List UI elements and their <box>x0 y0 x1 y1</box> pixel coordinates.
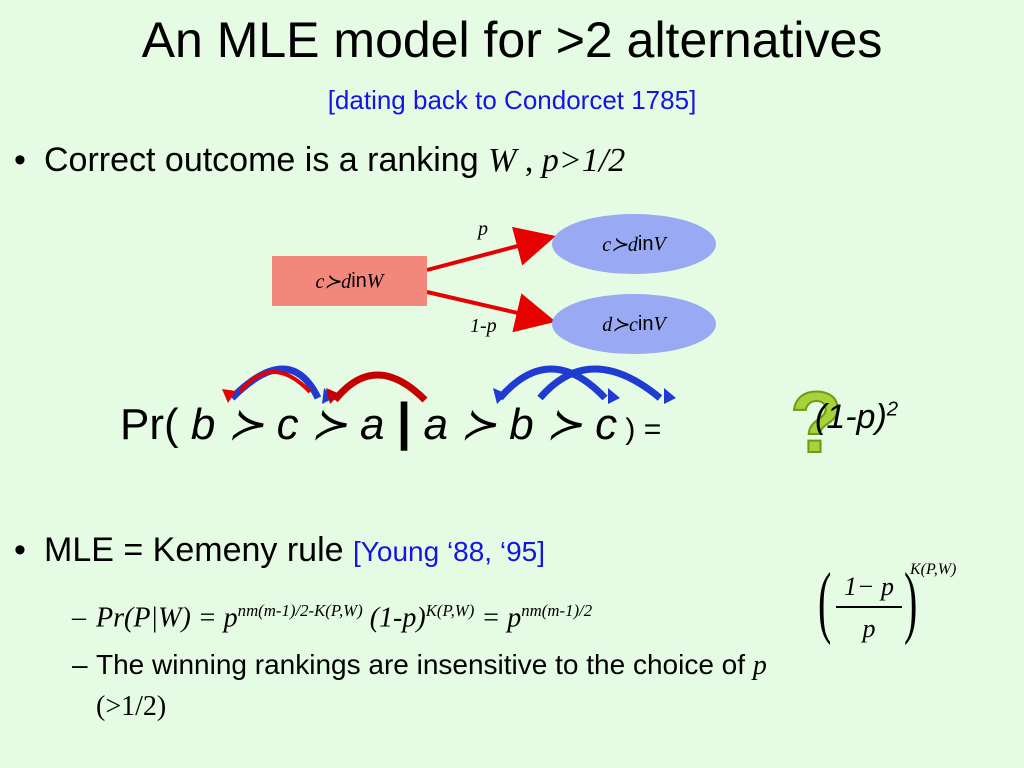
condition: p>1/2 <box>541 142 626 179</box>
citation: [Young ‘88, ‘95] <box>352 536 546 567</box>
node-source: c≻d in W <box>272 256 427 306</box>
bullet-dot-icon: • <box>14 531 26 569</box>
equals: ) = <box>617 413 662 446</box>
edge-label-1-p: 1-p <box>470 315 497 337</box>
edge-bottom-arrow <box>426 290 556 333</box>
node-outcome-correct: c≻d in V <box>552 214 716 274</box>
var-w: W <box>488 142 517 179</box>
swap-arrow-red-1 <box>238 370 312 394</box>
probability-equation: Pr( b ≻ c ≻ a | a ≻ b ≻ c ) = <box>120 392 661 460</box>
question-mark-icon: ? <box>789 375 844 471</box>
bullet-mle-kemeny: • MLE = Kemeny rule [Young ‘88, ‘95] <box>14 530 545 572</box>
bullet-dot-icon: • <box>14 141 26 179</box>
subbullet-insensitive-cont: (>1/2) <box>96 691 167 722</box>
fraction-exponent: K(P,W) <box>910 561 957 578</box>
dash-icon: – <box>72 602 86 634</box>
swap-arrow-blue-3 <box>537 365 663 401</box>
swap-arrow-blue-2 <box>497 365 608 401</box>
edge-top-arrow <box>426 226 556 272</box>
edge-label-p: p <box>478 218 488 240</box>
slide-title: An MLE model for >2 alternatives <box>141 12 883 68</box>
separator: , <box>516 142 542 179</box>
ranking-left: b ≻ c ≻ a <box>190 400 385 449</box>
fraction-term: ( 1− p p ) <box>818 558 918 646</box>
subbullet-insensitive: –The winning rankings are insensitive to… <box>72 649 767 681</box>
pr-open: Pr( <box>120 400 191 449</box>
bullet-text: MLE = Kemeny rule <box>44 531 353 569</box>
equation-result: (1-p)2 <box>815 398 899 436</box>
subbullet-likelihood: –Pr(P|W) = pnm(m-1)/2-K(P,W) (1-p)K(P,W)… <box>72 601 593 634</box>
swap-arrow-red-2 <box>332 371 428 403</box>
ranking-right: a ≻ b ≻ c <box>423 400 618 449</box>
condition-bar: | <box>396 393 412 451</box>
slide-subtitle: [dating back to Condorcet 1785] <box>327 85 697 115</box>
bullet-correct-outcome: • Correct outcome is a ranking W , p>1/2 <box>14 140 625 181</box>
node-outcome-flipped: d≻c in V <box>552 294 716 354</box>
dash-icon: – <box>72 649 88 680</box>
bullet-text: Correct outcome is a ranking <box>44 141 489 179</box>
